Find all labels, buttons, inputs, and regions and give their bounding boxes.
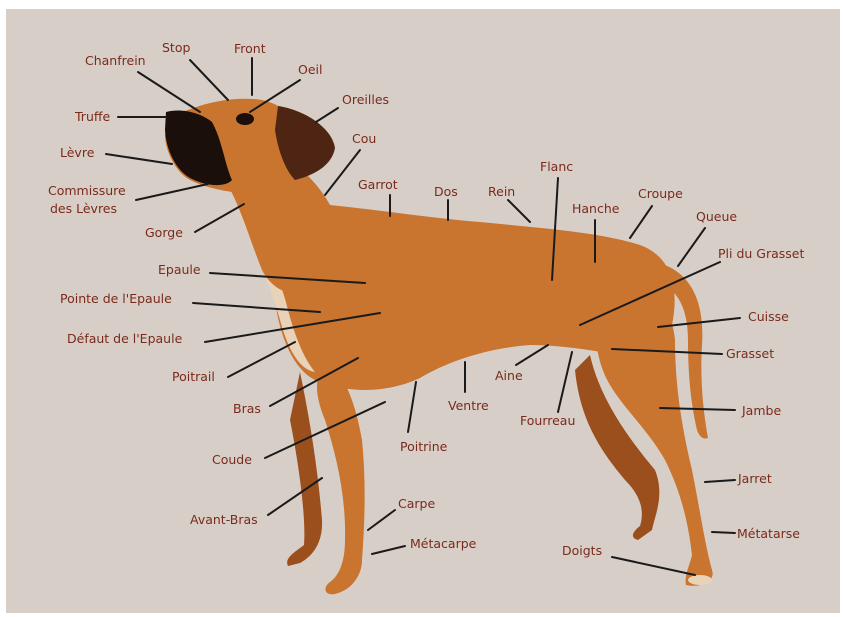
label-carpe: Carpe: [398, 496, 435, 511]
label-metacarpe: Métacarpe: [410, 536, 477, 551]
label-gorge: Gorge: [145, 225, 183, 240]
dog-hind-paw-white: [688, 575, 712, 585]
dog-anatomy-figure: Chanfrein Stop Front Oeil Oreilles Truff…: [6, 9, 840, 613]
label-garrot: Garrot: [358, 177, 398, 192]
label-aine: Aine: [495, 368, 523, 383]
label-hanche: Hanche: [572, 201, 620, 216]
label-dos: Dos: [434, 184, 458, 199]
label-ventre: Ventre: [448, 398, 489, 413]
label-poitrine: Poitrine: [400, 439, 448, 454]
label-fourreau: Fourreau: [520, 413, 575, 428]
leader-metatarse: [712, 532, 735, 533]
label-oeil: Oeil: [298, 62, 322, 77]
label-commissure-line1: Commissure: [48, 183, 126, 198]
label-croupe: Croupe: [638, 186, 683, 201]
label-doigts: Doigts: [562, 543, 602, 558]
label-front: Front: [234, 41, 266, 56]
label-bras: Bras: [233, 401, 261, 416]
label-cuisse: Cuisse: [748, 309, 789, 324]
label-pointe-epaule: Pointe de l'Epaule: [60, 291, 172, 306]
label-levre: Lèvre: [60, 145, 95, 160]
label-flanc: Flanc: [540, 159, 573, 174]
label-poitrail: Poitrail: [172, 369, 215, 384]
label-cou: Cou: [352, 131, 376, 146]
label-avant-bras: Avant-Bras: [190, 512, 258, 527]
label-truffe: Truffe: [74, 109, 110, 124]
label-jarret: Jarret: [737, 471, 772, 486]
label-jambe: Jambe: [741, 403, 781, 418]
label-oreilles: Oreilles: [342, 92, 389, 107]
label-rein: Rein: [488, 184, 515, 199]
label-pli-du-grasset: Pli du Grasset: [718, 246, 804, 261]
label-coude: Coude: [212, 452, 252, 467]
label-commissure-line2: des Lèvres: [50, 201, 117, 216]
label-queue: Queue: [696, 209, 737, 224]
label-defaut-epaule: Défaut de l'Epaule: [67, 331, 183, 346]
label-stop: Stop: [162, 40, 190, 55]
dog-eye: [236, 113, 254, 125]
label-grasset: Grasset: [726, 346, 774, 361]
label-epaule: Epaule: [158, 262, 201, 277]
label-chanfrein: Chanfrein: [85, 53, 146, 68]
label-metatarse: Métatarse: [737, 526, 800, 541]
